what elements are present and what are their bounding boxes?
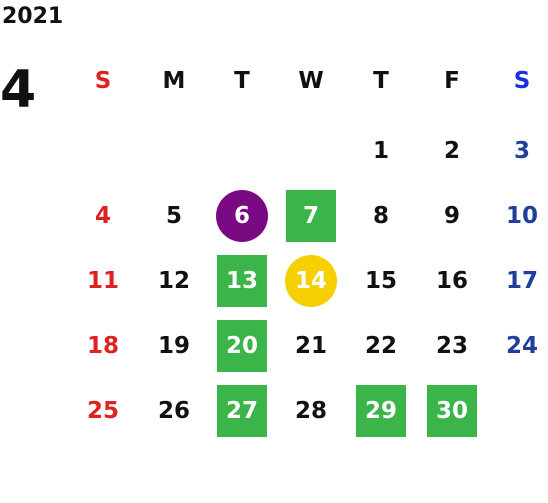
calendar-day[interactable]: 12 <box>157 268 190 294</box>
calendar-day-highlighted[interactable]: 27 <box>216 385 268 437</box>
calendar-day[interactable]: 3 <box>513 138 530 164</box>
calendar-day[interactable]: 8 <box>372 203 389 229</box>
calendar-day[interactable]: 16 <box>435 268 468 294</box>
calendar-day[interactable]: 25 <box>86 398 119 424</box>
green-square-marker <box>217 255 267 307</box>
green-square-marker <box>286 190 336 242</box>
calendar-day[interactable]: 9 <box>443 203 460 229</box>
calendar-day-highlighted[interactable]: 7 <box>285 190 337 242</box>
calendar-day[interactable]: 5 <box>165 203 182 229</box>
weekday-tuesday: T <box>234 68 250 94</box>
calendar-day[interactable]: 26 <box>157 398 190 424</box>
calendar-day-highlighted[interactable]: 6 <box>216 190 268 242</box>
calendar-day[interactable]: 1 <box>372 138 389 164</box>
month-number: 4 <box>0 60 37 120</box>
calendar-day[interactable]: 2 <box>443 138 460 164</box>
calendar-day[interactable]: 23 <box>435 333 468 359</box>
calendar-day[interactable]: 24 <box>505 333 538 359</box>
weekday-friday: F <box>444 68 460 94</box>
yellow-circle-marker <box>285 255 337 307</box>
year-label: 2021 <box>2 4 64 29</box>
calendar-day[interactable]: 19 <box>157 333 190 359</box>
calendar-day-highlighted[interactable]: 29 <box>355 385 407 437</box>
green-square-marker <box>217 320 267 372</box>
calendar-day[interactable]: 15 <box>364 268 397 294</box>
weekday-saturday: S <box>513 68 531 94</box>
calendar-day[interactable]: 28 <box>294 398 327 424</box>
weekday-wednesday: W <box>298 68 324 94</box>
calendar-day-highlighted[interactable]: 13 <box>216 255 268 307</box>
calendar-day[interactable]: 21 <box>294 333 327 359</box>
calendar-day-highlighted[interactable]: 30 <box>426 385 478 437</box>
calendar-day[interactable]: 4 <box>94 203 111 229</box>
calendar-day[interactable]: 22 <box>364 333 397 359</box>
green-square-marker <box>217 385 267 437</box>
calendar-day-highlighted[interactable]: 20 <box>216 320 268 372</box>
calendar-day[interactable]: 17 <box>505 268 538 294</box>
weekday-monday: M <box>162 68 186 94</box>
calendar-day[interactable]: 10 <box>505 203 538 229</box>
calendar-day[interactable]: 11 <box>86 268 119 294</box>
green-square-marker <box>356 385 406 437</box>
calendar-day[interactable]: 18 <box>86 333 119 359</box>
weekday-thursday: T <box>373 68 389 94</box>
weekday-sunday: S <box>94 68 112 94</box>
green-square-marker <box>427 385 477 437</box>
purple-circle-marker <box>216 190 268 242</box>
calendar-day-highlighted[interactable]: 14 <box>285 255 337 307</box>
